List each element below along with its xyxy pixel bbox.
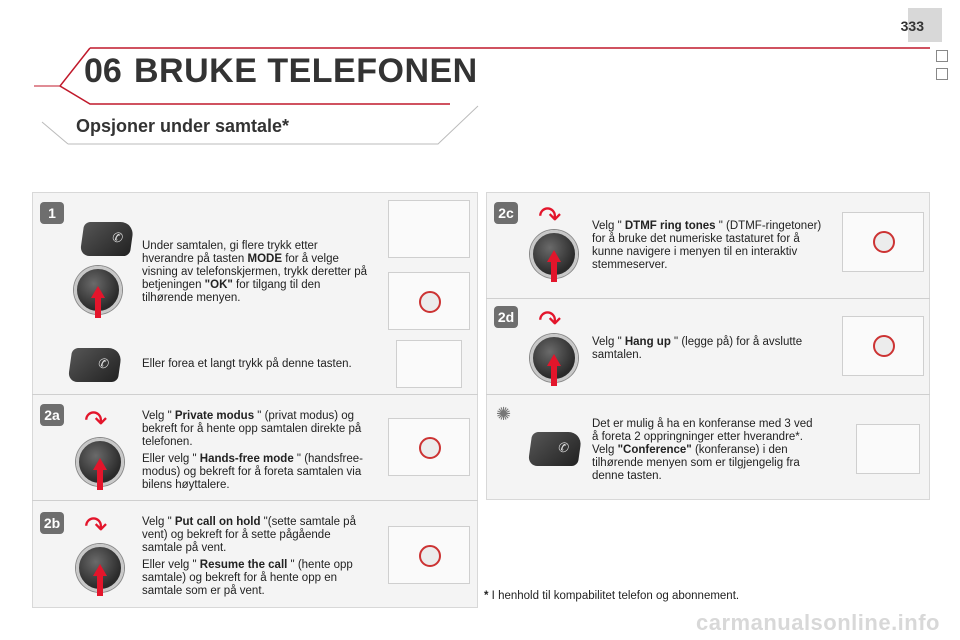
divider [486,298,930,299]
step-badge-1: 1 [40,202,64,224]
rotate-arrow-icon: ↷ [538,201,562,232]
dashboard-thumbnail [396,340,462,388]
dashboard-thumbnail [388,418,470,476]
rotary-knob-icon [74,266,122,318]
rotary-knob-icon [76,544,124,596]
watermark: carmanualsonline.info [696,610,940,635]
step1-alt-text: Eller forea et langt trykk på denne tast… [142,358,352,370]
footnote: * I henhold til kompabilitet telefon og … [484,590,740,602]
page-number: 333 [900,18,924,34]
rotary-knob-icon [76,438,124,490]
dashboard-thumbnail [842,212,924,272]
step-badge-2d: 2d [494,306,518,328]
phone-stalk-icon: ✆ [79,222,135,256]
dashboard-thumbnail [388,272,470,330]
step2b-text: Velg " Put call on hold "(sette samtale … [142,516,356,597]
dashboard-thumbnail [842,316,924,376]
chapter-title: BRUKE TELEFONEN [134,52,478,90]
rotary-knob-icon [530,334,578,386]
page-corner-tab [908,8,942,42]
step2d-text: Velg " Hang up " (legge på) for å avslut… [592,336,803,361]
chapter-number: 06 [84,52,122,90]
step-badge-2a: 2a [40,404,64,426]
step1-text: Under samtalen, gi flere trykk etter hve… [142,240,367,304]
divider [486,394,930,395]
lamp-tip-icon: ✺ [496,404,512,424]
step2c-text: Velg " DTMF ring tones " (DTMF-ringetone… [592,220,822,271]
section-frame [41,105,479,145]
corner-square-icon [936,50,948,62]
header-frame [34,47,930,105]
phone-stalk-icon: ✆ [527,432,583,466]
divider [32,394,478,395]
step2a-text: Velg " Private modus " (privat modus) og… [142,410,363,491]
step-badge-2c: 2c [494,202,518,224]
divider [32,500,478,501]
section-title: Opsjoner under samtale* [76,116,290,136]
rotary-knob-icon [530,230,578,282]
tip-text: Det er mulig å ha en konferanse med 3 ve… [592,418,813,482]
dashboard-thumbnail [856,424,920,474]
rotate-arrow-icon: ↷ [84,511,108,542]
rotate-arrow-icon: ↷ [538,305,562,336]
dashboard-thumbnail [388,200,470,258]
dashboard-thumbnail [388,526,470,584]
corner-square-icon [936,68,948,80]
phone-stalk-icon: ✆ [67,348,123,382]
rotate-arrow-icon: ↷ [84,405,108,436]
step-badge-2b: 2b [40,512,64,534]
